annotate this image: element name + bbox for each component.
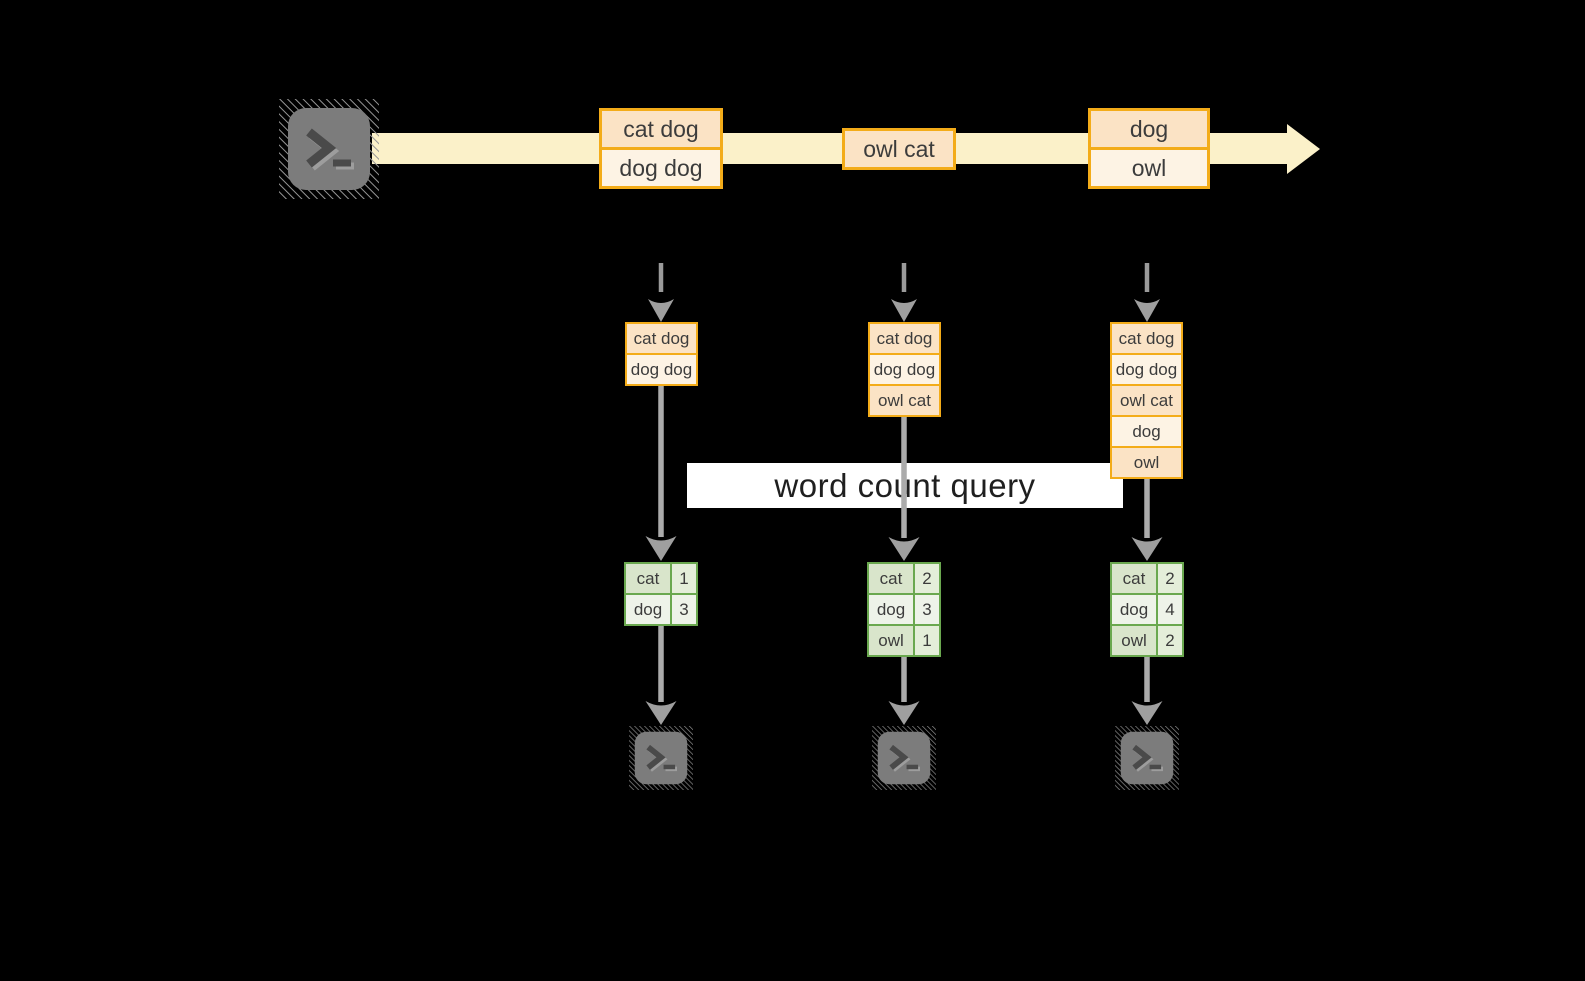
sink-terminal-icon: [629, 726, 693, 790]
down-arrow-icon: [1131, 479, 1163, 561]
word-cell: cat: [1112, 564, 1156, 593]
buffer-stack: cat dog dog dog owl cat dog owl: [1110, 322, 1183, 479]
count-cell: 2: [915, 564, 939, 593]
count-cell: 3: [915, 595, 939, 624]
stream-event-box: owl cat: [842, 128, 956, 170]
buffer-cell: dog: [1112, 415, 1181, 446]
buffer-cell: cat dog: [627, 324, 696, 353]
count-cell: 2: [1158, 626, 1182, 655]
stream-event-cell: cat dog: [602, 111, 720, 147]
word-cell: cat: [869, 564, 913, 593]
buffer-stack: cat dog dog dog owl cat: [868, 322, 941, 417]
buffer-cell: dog dog: [627, 353, 696, 384]
sink-terminal-icon: [872, 726, 936, 790]
buffer-cell: dog dog: [870, 353, 939, 384]
dashed-down-arrow-icon: [648, 263, 674, 322]
count-cell: 2: [1158, 564, 1182, 593]
count-cell: 3: [672, 595, 696, 624]
word-cell: dog: [869, 595, 913, 624]
word-cell: cat: [626, 564, 670, 593]
word-cell: dog: [626, 595, 670, 624]
word-cell: dog: [1112, 595, 1156, 624]
down-arrow-icon: [645, 626, 677, 725]
stream-event-cell: owl: [1091, 147, 1207, 186]
sink-terminal-icon: [1115, 726, 1179, 790]
stream-event-cell: owl cat: [845, 131, 953, 167]
word-count-table: cat 2 dog 4 owl 2: [1110, 562, 1184, 657]
word-count-table: cat 2 dog 3 owl 1: [867, 562, 941, 657]
stream-arrowhead-icon: [1287, 124, 1320, 174]
buffer-cell: owl cat: [1112, 384, 1181, 415]
buffer-cell: dog dog: [1112, 353, 1181, 384]
source-terminal-icon: [279, 99, 379, 199]
buffer-stack: cat dog dog dog: [625, 322, 698, 386]
buffer-cell: owl: [1112, 446, 1181, 477]
count-cell: 1: [672, 564, 696, 593]
down-arrow-icon: [888, 415, 920, 561]
stream-event-box: cat dog dog dog: [599, 108, 723, 189]
dashed-down-arrow-icon: [891, 263, 917, 322]
buffer-cell: owl cat: [870, 384, 939, 415]
count-cell: 4: [1158, 595, 1182, 624]
buffer-cell: cat dog: [870, 324, 939, 353]
stream-event-cell: dog dog: [602, 147, 720, 186]
down-arrow-icon: [645, 384, 677, 561]
down-arrow-icon: [1131, 657, 1163, 725]
dashed-down-arrow-icon: [1134, 263, 1160, 322]
word-count-table: cat 1 dog 3: [624, 562, 698, 626]
stream-event-box: dog owl: [1088, 108, 1210, 189]
buffer-cell: cat dog: [1112, 324, 1181, 353]
stream-event-cell: dog: [1091, 111, 1207, 147]
word-cell: owl: [869, 626, 913, 655]
count-cell: 1: [915, 626, 939, 655]
down-arrow-icon: [888, 657, 920, 725]
word-cell: owl: [1112, 626, 1156, 655]
